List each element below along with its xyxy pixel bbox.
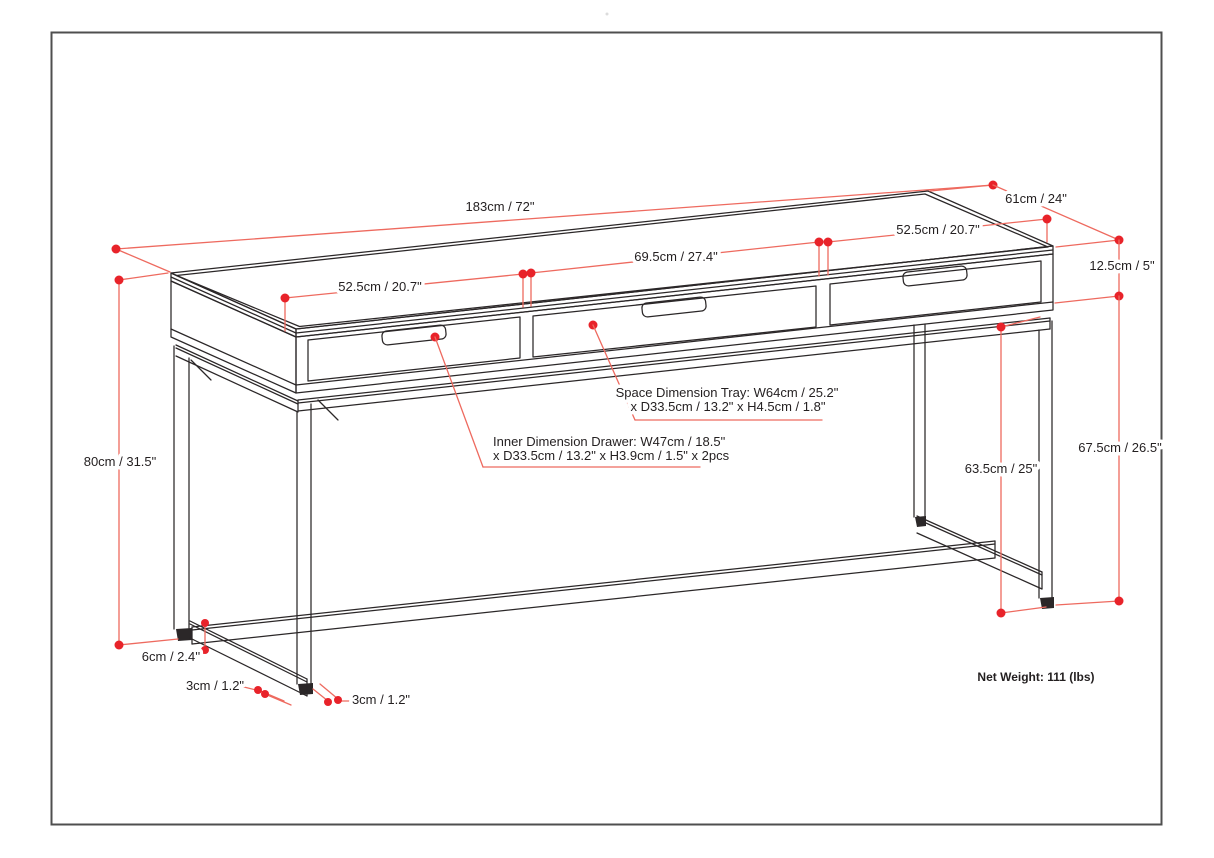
drawer-right-handle <box>902 265 968 287</box>
dim-overall-height-label: 80cm / 31.5" <box>84 454 157 469</box>
desk-drawing <box>170 190 1054 697</box>
dim-middle-drawer <box>526 237 824 307</box>
dim-length <box>111 180 998 273</box>
dim-right-drawer-label: 52.5cm / 20.7" <box>896 222 980 237</box>
net-weight-label: Net Weight: 111 (lbs) <box>977 670 1094 684</box>
leg-back-left <box>173 345 192 641</box>
dim-inner-clearance <box>996 316 1047 618</box>
dim-under-clearance <box>1055 295 1124 606</box>
stray-dot <box>605 12 609 16</box>
dimension-lines <box>111 180 1124 706</box>
corner-brace-front-left <box>317 399 339 421</box>
leg-back-right <box>913 323 926 527</box>
dim-foot-height-label: 6cm / 2.4'' <box>142 649 200 664</box>
dim-length-label: 183cm / 72" <box>466 199 535 214</box>
dim-left-drawer <box>280 269 528 332</box>
frame-stretcher <box>191 540 996 645</box>
dim-under-clearance-label: 67.5cm / 26.5" <box>1078 440 1162 455</box>
tray-annotation-line2: x D33.5cm / 13.2" x H4.5cm / 1.8" <box>631 399 826 414</box>
frame-bottom-rails <box>189 515 1043 697</box>
drawer-left-handle <box>381 324 447 346</box>
dim-middle-drawer-label: 69.5cm / 27.4" <box>634 249 718 264</box>
leg-front-left <box>296 403 313 695</box>
dimension-labels: 183cm / 72" 61cm / 24" 12.5cm / 5" 67.5c… <box>80 188 1165 711</box>
dim-depth-label: 61cm / 24" <box>1005 191 1067 206</box>
drawer-middle <box>532 285 817 358</box>
dim-apron-height-label: 12.5cm / 5" <box>1089 258 1155 273</box>
drawer-left <box>307 316 521 382</box>
dim-tube-left <box>243 686 292 706</box>
tray-annotation-line1: Space Dimension Tray: W64cm / 25.2" <box>616 385 839 400</box>
dim-tube-left-label: 3cm / 1.2" <box>186 678 244 693</box>
leg-front-right <box>1038 320 1054 609</box>
drawer-middle-handle <box>641 296 707 318</box>
drawer-right <box>829 260 1042 326</box>
leader-tray <box>588 320 823 421</box>
dim-right-drawer <box>823 214 1052 276</box>
page-border <box>50 31 1163 826</box>
leader-inner-drawer <box>430 332 701 468</box>
dim-foot-height <box>195 619 209 657</box>
dim-left-drawer-label: 52.5cm / 20.7" <box>338 279 422 294</box>
corner-brace-back-left <box>190 359 212 381</box>
dim-tube-right-label: 3cm / 1.2" <box>352 692 410 707</box>
drawer-cabinet <box>170 253 1054 394</box>
dim-overall-height <box>114 272 179 650</box>
inner-drawer-annotation-line1: Inner Dimension Drawer: W47cm / 18.5" <box>493 434 726 449</box>
inner-drawer-annotation-line2: x D33.5cm / 13.2" x H3.9cm / 1.5" x 2pcs <box>493 448 730 463</box>
dim-inner-clearance-label: 63.5cm / 25" <box>965 461 1038 476</box>
dim-tube-right <box>312 683 353 706</box>
